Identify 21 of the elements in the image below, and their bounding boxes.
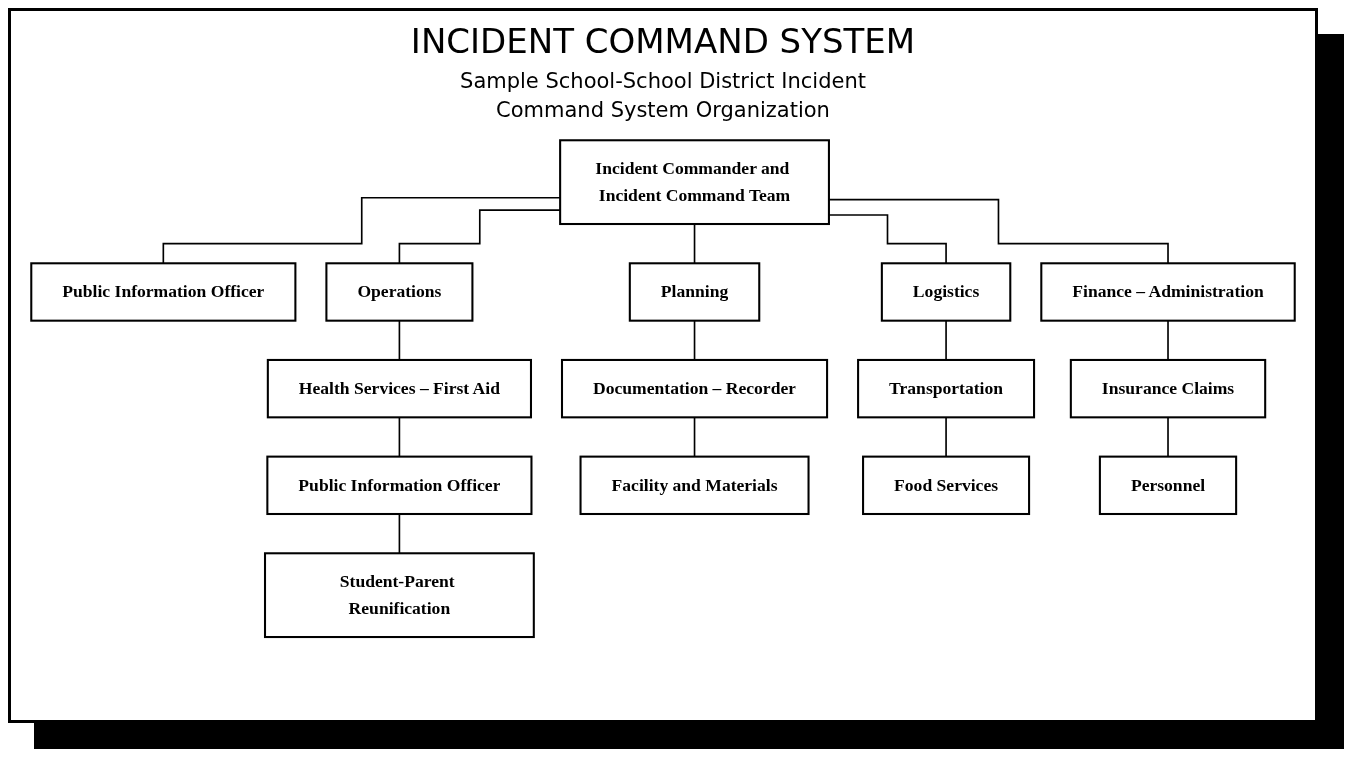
connector — [398, 209, 561, 264]
node-box — [266, 455, 533, 515]
node-box — [263, 552, 535, 638]
connector — [828, 213, 947, 264]
node-box — [628, 262, 761, 322]
node-box — [559, 139, 830, 225]
connector — [162, 196, 561, 264]
subtitle: Sample School-School District Incident Command System Organization — [459, 68, 867, 125]
title: INCIDENT COMMAND SYSTEM — [410, 21, 916, 61]
node-box — [857, 358, 1036, 419]
node-box — [30, 262, 297, 322]
node-box — [560, 358, 829, 419]
node-box — [1069, 358, 1267, 419]
connector — [828, 198, 1169, 264]
node-box — [266, 358, 532, 419]
node-box — [880, 262, 1012, 322]
node-box — [579, 455, 810, 515]
node-box — [1098, 455, 1238, 515]
node-box — [1040, 262, 1296, 322]
node-box — [325, 262, 474, 322]
node-box — [862, 455, 1031, 515]
